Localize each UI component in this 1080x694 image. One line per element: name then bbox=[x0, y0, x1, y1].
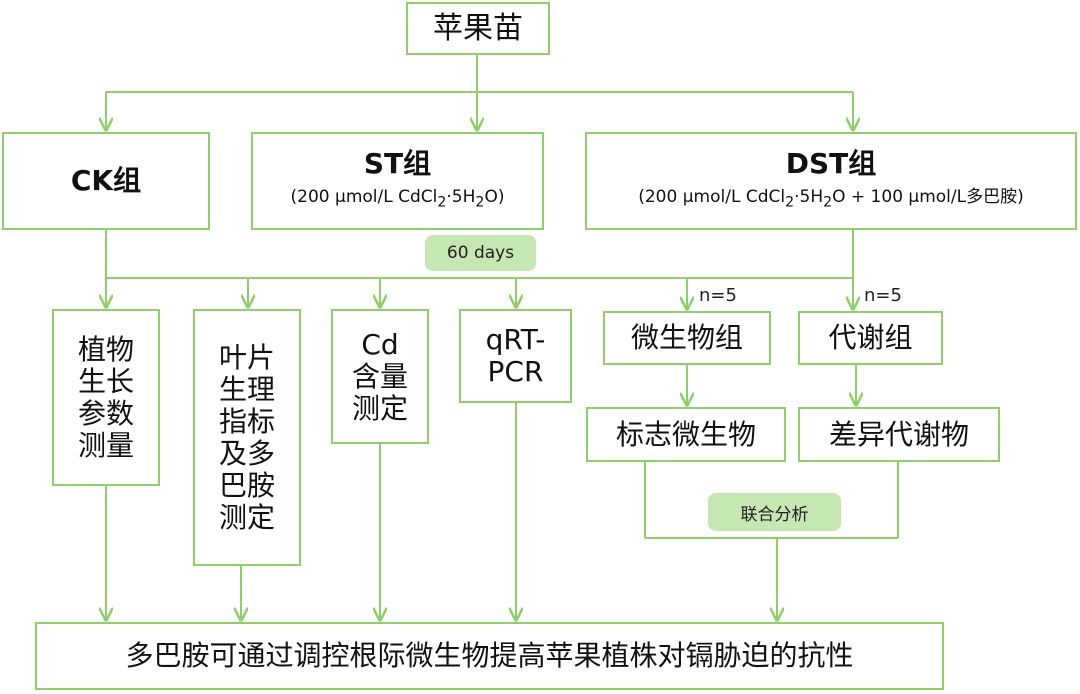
measure-growth-line: 生长 bbox=[77, 364, 134, 398]
measure-cd: Cd 含量 测定 bbox=[331, 309, 429, 444]
marker-microbes: 标志微生物 bbox=[586, 407, 786, 462]
measure-cd-line: 测定 bbox=[351, 391, 408, 425]
measure-qpcr: qRT- PCR bbox=[459, 309, 572, 403]
measure-growth-line: 参数 bbox=[77, 396, 134, 430]
duration-badge: 60 days bbox=[425, 235, 536, 271]
duration-label: 60 days bbox=[446, 243, 515, 263]
metabolome-group-label: 代谢组 bbox=[828, 321, 913, 354]
joint-analysis-label: 联合分析 bbox=[740, 504, 809, 525]
measure-growth: 植物 生长 参数 测量 bbox=[52, 309, 160, 486]
microbiome-sample-size: n=5 bbox=[699, 285, 737, 306]
measure-qpcr-line: qRT- bbox=[485, 323, 546, 356]
measure-growth-line: 测量 bbox=[77, 428, 134, 462]
differential-metabolites: 差异代谢物 bbox=[798, 407, 1000, 462]
joint-analysis-badge: 联合分析 bbox=[708, 493, 841, 531]
group-dst-label: DST组 bbox=[785, 147, 877, 181]
differential-metabolites-label: 差异代谢物 bbox=[828, 417, 969, 451]
group-ck-label: CK组 bbox=[70, 164, 142, 197]
group-dst-treatment: (200 μmol/L CdCl2·5H2O + 100 μmol/L多巴胺) bbox=[638, 187, 1024, 211]
measure-qpcr-line: PCR bbox=[487, 355, 544, 388]
root-label: 苹果苗 bbox=[433, 10, 523, 46]
measure-cd-line: Cd bbox=[361, 327, 399, 361]
measure-leaf-line: 及多 bbox=[218, 436, 275, 470]
measure-leaf: 叶片 生理 指标 及多 巴胺 测定 bbox=[193, 309, 301, 566]
metabolome-group: 代谢组 bbox=[798, 311, 943, 365]
metabolome-sample-size: n=5 bbox=[864, 285, 902, 306]
group-st-label: ST组 bbox=[363, 147, 432, 181]
microbiome-group: 微生物组 bbox=[603, 311, 771, 365]
group-st: ST组 (200 μmol/L CdCl2·5H2O) bbox=[251, 132, 544, 230]
microbiome-group-label: 微生物组 bbox=[630, 321, 743, 354]
marker-microbes-label: 标志微生物 bbox=[615, 417, 756, 451]
group-dst: DST组 (200 μmol/L CdCl2·5H2O + 100 μmol/L… bbox=[585, 132, 1077, 230]
measure-leaf-line: 生理 bbox=[218, 372, 275, 406]
measure-leaf-line: 指标 bbox=[218, 404, 275, 438]
group-ck: CK组 bbox=[2, 132, 210, 230]
conclusion-box: 多巴胺可通过调控根际微生物提高苹果植株对镉胁迫的抗性 bbox=[35, 622, 944, 690]
conclusion-label: 多巴胺可通过调控根际微生物提高苹果植株对镉胁迫的抗性 bbox=[125, 639, 854, 672]
measure-leaf-line: 叶片 bbox=[218, 340, 275, 374]
measure-leaf-line: 测定 bbox=[218, 500, 275, 534]
measure-cd-line: 含量 bbox=[351, 359, 408, 393]
group-st-treatment: (200 μmol/L CdCl2·5H2O) bbox=[290, 187, 505, 211]
measure-leaf-line: 巴胺 bbox=[218, 468, 275, 502]
root-node: 苹果苗 bbox=[406, 2, 550, 55]
measure-growth-line: 植物 bbox=[77, 332, 134, 366]
